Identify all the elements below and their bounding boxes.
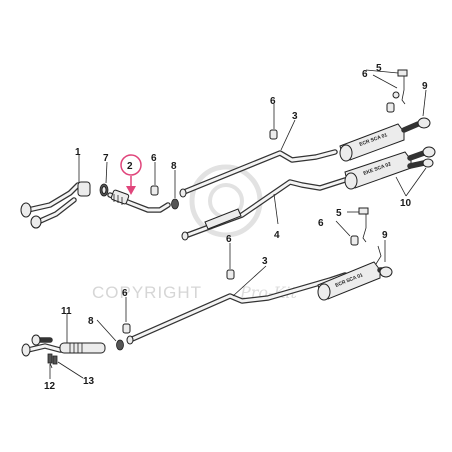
rear-muffler-upper: ECR SCA 01 [339, 123, 405, 162]
gasket-upper-mid [269, 129, 278, 140]
flex-pipe-part-2 [107, 189, 171, 213]
callout-6-upper-mid: 6 [270, 96, 276, 107]
callout-13: 13 [83, 376, 95, 387]
callout-9-middle: 9 [382, 230, 388, 241]
rear-muffler-lower: ECR SCA 01 [317, 261, 393, 301]
callout-6-lower: 6 [122, 288, 128, 299]
bracket-part-6-upper-right [392, 91, 400, 99]
tail-tip-part-9-upper [401, 117, 431, 133]
callout-3-upper: 3 [292, 111, 298, 122]
gasket-lower [122, 323, 131, 334]
callout-5-upper: 5 [376, 63, 382, 74]
callout-11: 11 [61, 306, 72, 317]
hanger-part-5-middle [358, 207, 369, 243]
clamp-part-8-lower [116, 339, 124, 351]
front-downpipe [20, 181, 91, 229]
callout-6-upper-right: 6 [362, 69, 368, 80]
highlight-part-2 [120, 154, 142, 195]
leader-lines [49, 69, 427, 379]
callout-labels: 1 2 7 6 8 6 3 6 5 9 10 4 6 6 5 9 3 6 8 1… [44, 63, 428, 392]
callout-10: 10 [400, 198, 412, 209]
callout-9-upper: 9 [422, 81, 428, 92]
clamp-part-7 [99, 183, 109, 197]
callout-8-upper: 8 [171, 161, 177, 172]
callout-6-middle-right: 6 [318, 218, 324, 229]
callout-5-middle: 5 [336, 208, 342, 219]
hanger-part-9-middle [375, 245, 382, 265]
callout-4: 4 [274, 230, 280, 241]
middle-muffler: EKE SCA 02 [344, 146, 436, 190]
hanger-part-5-upper [397, 69, 408, 105]
callout-8-lower: 8 [88, 316, 94, 327]
gasket-upper-left [150, 185, 159, 196]
front-pipe-part-11 [21, 334, 106, 357]
intermediate-pipe-part-4 [181, 177, 348, 241]
watermark-text: COPYRIGHT [92, 283, 202, 302]
rear-pipe-part-3-upper [179, 149, 338, 198]
callout-1: 1 [75, 147, 81, 158]
callout-2: 2 [127, 161, 133, 172]
callout-6-middle: 6 [226, 234, 232, 245]
clamp-part-8-upper [171, 198, 179, 210]
callout-12: 12 [44, 381, 56, 392]
gasket-upper-right [386, 102, 395, 113]
gasket-middle [226, 269, 235, 280]
gasket-middle-right [350, 235, 359, 246]
callout-7: 7 [103, 153, 109, 164]
bolts-part-12-13 [47, 353, 58, 369]
callout-6-upper-left: 6 [151, 153, 157, 164]
callout-3-lower: 3 [262, 256, 268, 267]
